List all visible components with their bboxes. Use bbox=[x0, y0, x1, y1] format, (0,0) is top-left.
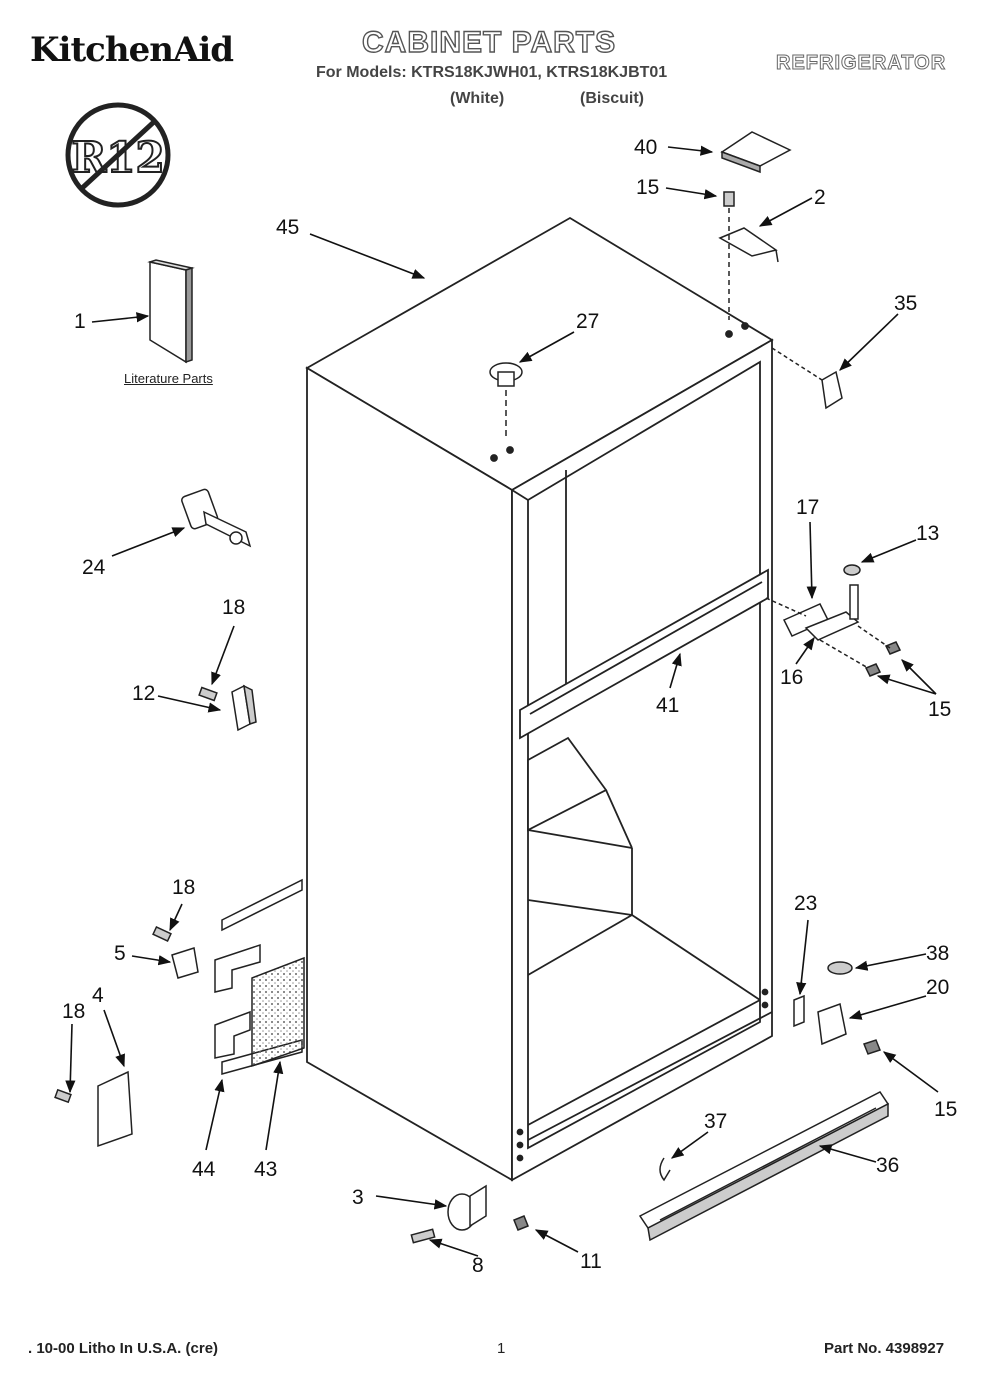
roller-3 bbox=[410, 1184, 529, 1244]
hinge-cap-35 bbox=[771, 347, 843, 410]
callout-5: 5 bbox=[114, 942, 126, 965]
callout-18-middle: 18 bbox=[172, 876, 196, 899]
clip-37 bbox=[659, 1157, 671, 1182]
callout-15-middle: 15 bbox=[928, 698, 952, 721]
callout-8: 8 bbox=[472, 1254, 484, 1277]
callout-17: 17 bbox=[796, 496, 820, 519]
bracket-23 bbox=[793, 994, 805, 1028]
refrigerator-cabinet bbox=[305, 216, 774, 1182]
variant-biscuit: (Biscuit) bbox=[580, 90, 644, 107]
footer-page-number: 1 bbox=[497, 1340, 506, 1357]
callout-15-top: 15 bbox=[636, 176, 660, 199]
callout-18-lower: 18 bbox=[62, 1000, 86, 1023]
appliance-type: REFRIGERATOR bbox=[775, 52, 947, 75]
footer-part-number: Part No. 4398927 bbox=[824, 1340, 945, 1357]
callout-15-bottom: 15 bbox=[934, 1098, 958, 1121]
hinge-bracket-12 bbox=[198, 684, 257, 732]
plug-button-27 bbox=[489, 362, 523, 440]
top-hinge bbox=[718, 191, 779, 320]
callout-16: 16 bbox=[780, 666, 804, 689]
literature-booklet bbox=[147, 259, 195, 364]
literature-parts-label: Literature Parts bbox=[124, 371, 213, 386]
brand-logo: KitchenAid bbox=[30, 30, 234, 70]
callout-27: 27 bbox=[576, 310, 600, 333]
callout-24: 24 bbox=[82, 556, 106, 579]
hinge-5 bbox=[152, 925, 199, 979]
callout-40: 40 bbox=[634, 136, 658, 159]
grille-36 bbox=[638, 1091, 890, 1242]
callout-23: 23 bbox=[794, 892, 818, 915]
top-hinge-cover bbox=[720, 131, 792, 174]
callout-2: 2 bbox=[814, 186, 826, 209]
callout-3: 3 bbox=[352, 1186, 364, 1209]
insulation-pad-43 bbox=[251, 956, 305, 1068]
callout-38: 38 bbox=[926, 942, 950, 965]
callout-45: 45 bbox=[276, 216, 300, 239]
models-line: For Models: KTRS18KJWH01, KTRS18KJBT01 bbox=[316, 64, 668, 81]
bottom-hinge-20 bbox=[817, 961, 881, 1055]
callout-18-upper: 18 bbox=[222, 596, 246, 619]
no-r12-badge: R12 bbox=[65, 102, 171, 208]
callout-35: 35 bbox=[894, 292, 918, 315]
callout-37: 37 bbox=[704, 1110, 728, 1133]
variant-white: (White) bbox=[450, 90, 505, 107]
callout-20: 20 bbox=[926, 976, 950, 999]
leader-lines bbox=[65, 145, 939, 1257]
center-hinge bbox=[765, 564, 902, 677]
callout-43: 43 bbox=[254, 1158, 278, 1181]
callout-4: 4 bbox=[92, 984, 104, 1007]
door-stop-24 bbox=[181, 488, 252, 548]
callout-12: 12 bbox=[132, 682, 156, 705]
callout-36: 36 bbox=[876, 1154, 900, 1177]
page-title: CABINET PARTS bbox=[361, 25, 617, 59]
cover-4 bbox=[54, 1070, 133, 1148]
callout-11: 11 bbox=[580, 1250, 602, 1273]
callout-1: 1 bbox=[74, 310, 86, 333]
callout-44: 44 bbox=[192, 1158, 216, 1181]
callout-13: 13 bbox=[916, 522, 940, 545]
callout-41: 41 bbox=[656, 694, 680, 717]
footer-print-info: . 10-00 Litho In U.S.A. (cre) bbox=[28, 1340, 219, 1357]
